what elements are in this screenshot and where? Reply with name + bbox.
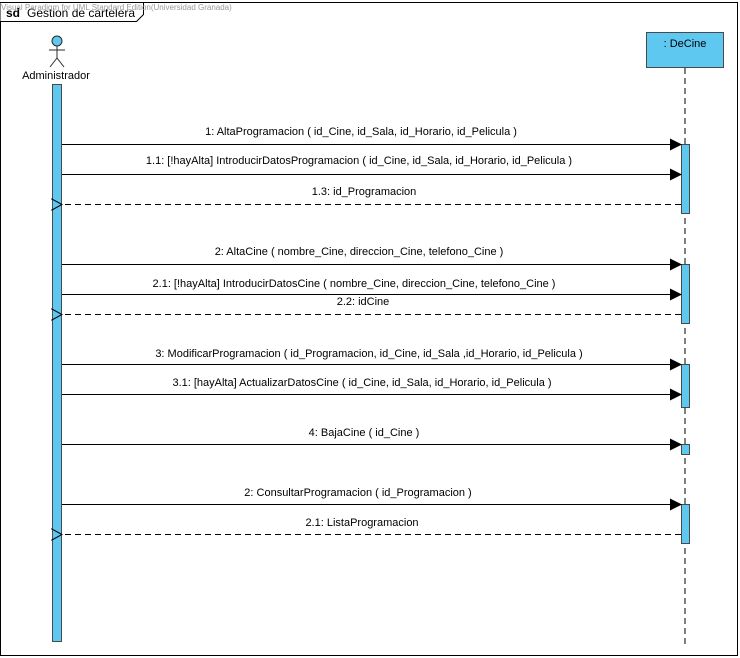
- message-label: 2.1: [!hayAlta] IntroducirDatosCine ( no…: [153, 278, 556, 290]
- message-label: 2.2: idCine: [337, 296, 390, 308]
- watermark: Visual Paradigm for UML Standard Edition…: [1, 3, 232, 12]
- message-2-2-return[interactable]: 2.2: idCine: [62, 296, 681, 315]
- message-2[interactable]: 2: AltaCine ( nombre_Cine, direccion_Cin…: [62, 246, 682, 271]
- decine-activation: [681, 504, 690, 544]
- message-1-1[interactable]: 1.1: [!hayAlta] IntroducirDatosProgramac…: [62, 155, 682, 181]
- message-label: 1.3: id_Programacion: [312, 186, 417, 198]
- stick-figure-icon: [49, 35, 65, 68]
- message-3[interactable]: 3: ModificarProgramacion ( id_Programaci…: [62, 348, 682, 371]
- message-label: 3: ModificarProgramacion ( id_Programaci…: [155, 348, 582, 360]
- message-label: 1: AltaProgramacion ( id_Cine, id_Sala, …: [205, 126, 517, 138]
- actor-name: Administrador: [22, 70, 90, 82]
- message-label: 2: AltaCine ( nombre_Cine, direccion_Cin…: [215, 246, 504, 258]
- message-label: 2: ConsultarProgramacion ( id_Programaci…: [244, 487, 471, 499]
- message-2-consultar[interactable]: 2: ConsultarProgramacion ( id_Programaci…: [62, 487, 682, 511]
- decine-activation: [681, 144, 690, 214]
- actor-activation: [52, 84, 62, 642]
- decine-activation: [681, 364, 690, 408]
- message-label: 1.1: [!hayAlta] IntroducirDatosProgramac…: [146, 155, 572, 167]
- actor-administrador[interactable]: Administrador: [22, 35, 90, 82]
- message-2-1[interactable]: 2.1: [!hayAlta] IntroducirDatosCine ( no…: [62, 278, 682, 301]
- message-1-3-return[interactable]: 1.3: id_Programacion: [62, 186, 681, 205]
- message-1[interactable]: 1: AltaProgramacion ( id_Cine, id_Sala, …: [62, 126, 682, 151]
- decine-activation: [681, 444, 690, 455]
- lifeline-decine[interactable]: : DeCine: [646, 32, 724, 68]
- message-label: 4: BajaCine ( id_Cine ): [309, 427, 420, 439]
- frame-keyword: sd: [6, 6, 20, 20]
- message-label: 3.1: [hayAlta] ActualizarDatosCine ( id_…: [172, 377, 551, 389]
- message-3-1[interactable]: 3.1: [hayAlta] ActualizarDatosCine ( id_…: [62, 377, 682, 401]
- message-label: 2.1: ListaProgramacion: [305, 517, 418, 529]
- frame-title-tab: [0, 2, 144, 22]
- decine-activation: [681, 264, 690, 324]
- lifeline-name: : DeCine: [664, 38, 707, 50]
- lifeline-head: [646, 32, 724, 68]
- message-2-1-return[interactable]: 2.1: ListaProgramacion: [62, 517, 681, 535]
- frame-title: Gestion de cartelera: [27, 6, 135, 20]
- message-4[interactable]: 4: BajaCine ( id_Cine ): [62, 427, 682, 451]
